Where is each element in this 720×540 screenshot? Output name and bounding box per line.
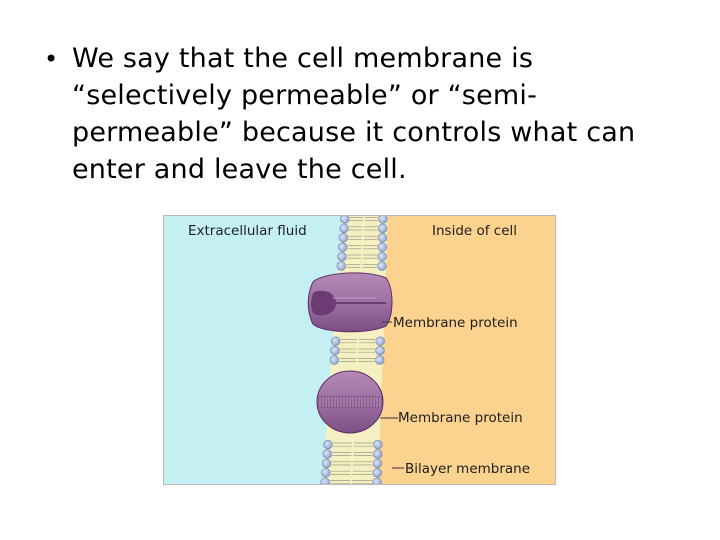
lipid-head	[375, 345, 385, 356]
lipid-head	[340, 216, 350, 224]
channel-protein	[307, 272, 393, 333]
lipid-head	[375, 336, 385, 346]
bullet-text: We say that the cell membrane is “select…	[72, 43, 636, 185]
lipid-head	[330, 336, 341, 346]
lipid-head	[321, 468, 331, 478]
label-membrane-protein-2: Membrane protein	[398, 410, 523, 426]
lipid-head	[329, 355, 339, 365]
lipid-head	[377, 261, 387, 271]
label-membrane-protein-1: Membrane protein	[393, 315, 518, 331]
lipid-head	[323, 439, 333, 450]
transmembrane-protein	[316, 370, 384, 434]
lipid-head	[377, 233, 388, 243]
lipid-head	[337, 242, 348, 252]
lipid-head	[330, 345, 340, 356]
lipid-head	[378, 223, 388, 234]
lipid-head	[339, 223, 349, 234]
lipid-head	[372, 449, 383, 459]
lipid-head	[372, 458, 383, 469]
lipid-head	[375, 355, 385, 365]
label-bilayer-membrane: Bilayer membrane	[405, 461, 530, 477]
lipid-head	[322, 449, 332, 459]
label-inside-of-cell: Inside of cell	[432, 223, 517, 239]
cell-membrane-diagram: Extracellular fluid Inside of cell Membr…	[163, 215, 556, 485]
lipid-head	[378, 216, 388, 224]
cytoplasm-region	[376, 216, 555, 484]
label-extracellular-fluid: Extracellular fluid	[188, 223, 307, 239]
lipid-head	[372, 468, 382, 478]
lipid-heads	[320, 216, 388, 484]
lipid-head	[373, 439, 383, 450]
lipid-head	[336, 261, 346, 271]
lipid-head	[337, 251, 347, 262]
lipid-head	[321, 458, 332, 469]
lipid-head	[377, 251, 387, 262]
lipid-head	[372, 477, 382, 484]
bullet-marker: •	[44, 45, 59, 73]
lipid-head	[338, 233, 349, 243]
lipid-head	[377, 242, 388, 252]
lipid-head	[320, 477, 330, 484]
bullet-point: • We say that the cell membrane is “sele…	[44, 40, 694, 188]
lipid-tails	[330, 217, 378, 484]
